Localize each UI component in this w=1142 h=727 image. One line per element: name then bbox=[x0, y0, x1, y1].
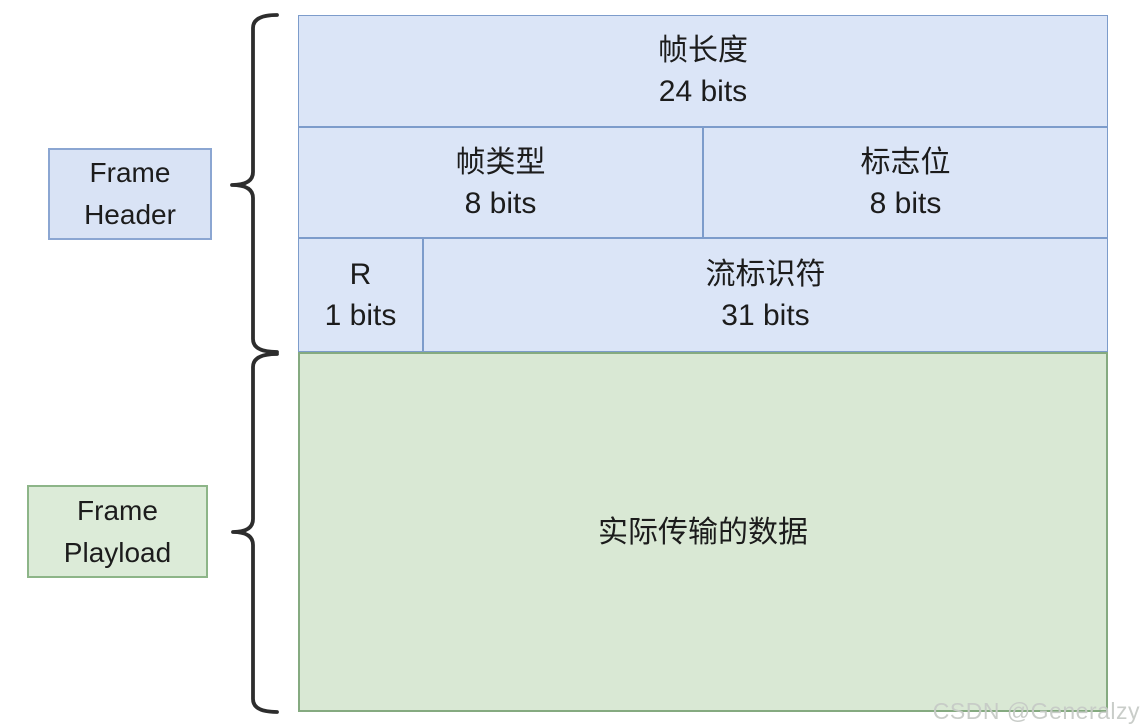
flags-bits: 8 bits bbox=[869, 186, 942, 220]
flags-name: 标志位 bbox=[860, 145, 951, 179]
frame-length-name: 帧长度 bbox=[658, 34, 748, 67]
reserved-name: R bbox=[349, 258, 372, 291]
frame-payload-brace bbox=[231, 352, 279, 714]
stream-id-name: 流标识符 bbox=[705, 258, 826, 291]
cell-frame-type: 帧类型 8 bits bbox=[298, 127, 703, 238]
frame-header-brace bbox=[230, 13, 279, 354]
frame-payload-label-line2: Playload bbox=[63, 536, 172, 568]
watermark: CSDN @Generalzy bbox=[932, 698, 1140, 724]
frame-header-label-line1: Frame bbox=[89, 157, 171, 188]
cell-reserved: R 1 bits bbox=[298, 238, 423, 352]
frame-length-bits: 24 bits bbox=[658, 75, 748, 108]
braces bbox=[230, 13, 279, 714]
frame-payload-label-line1: Frame bbox=[77, 494, 158, 526]
cell-frame-length: 帧长度 24 bits bbox=[298, 15, 1108, 127]
cell-stream-id: 流标识符 31 bits bbox=[423, 238, 1108, 352]
cell-payload: 实际传输的数据 bbox=[298, 352, 1108, 712]
frame-structure-table: 帧长度 24 bits 帧类型 8 bits 标志位 8 bits R 1 bi… bbox=[298, 15, 1108, 712]
frame-payload-label: Frame Playload bbox=[27, 485, 208, 578]
cell-flags: 标志位 8 bits bbox=[703, 127, 1108, 238]
frame-header-label: Frame Header bbox=[48, 148, 212, 240]
reserved-bits: 1 bits bbox=[324, 299, 397, 332]
frame-type-name: 帧类型 bbox=[455, 145, 546, 179]
payload-name: 实际传输的数据 bbox=[598, 515, 808, 549]
frame-header-label-line2: Header bbox=[84, 199, 176, 230]
frame-type-bits: 8 bits bbox=[464, 186, 537, 220]
stream-id-bits: 31 bits bbox=[721, 299, 810, 332]
